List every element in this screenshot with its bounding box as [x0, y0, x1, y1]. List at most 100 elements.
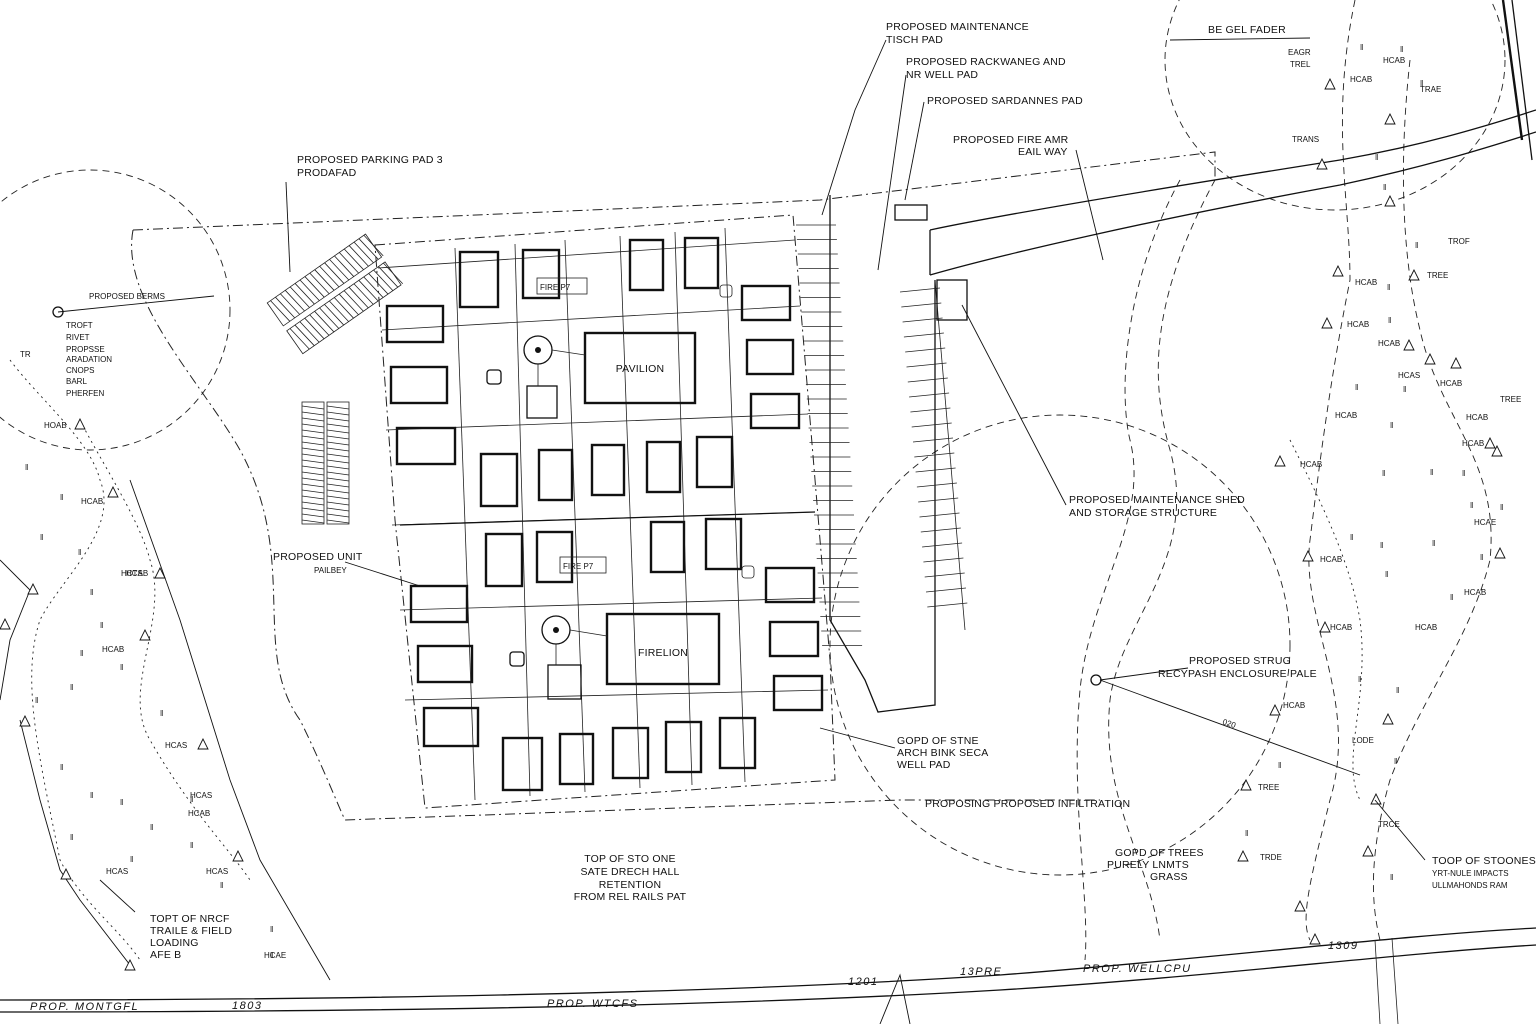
label-lode: LODE [1352, 736, 1374, 745]
hatch-line [301, 459, 325, 464]
tree-tag-right: TREE [1500, 395, 1521, 404]
hatch-line [363, 276, 384, 298]
east-boundary-2 [1511, 0, 1533, 161]
tree-triangle [139, 628, 151, 641]
tree-triangle [1370, 792, 1382, 805]
tree-triangle [1450, 356, 1462, 369]
label-gopd-stone: GOPD OF STNE ARCH BINK SECA WELL PAD [897, 735, 988, 771]
label-fire-lane: PROPOSED FIRE AMR EAIL WAY [953, 134, 1068, 158]
tree-triangle [1403, 338, 1415, 351]
tree-line-right-2 [1373, 59, 1492, 941]
hatch-line [326, 453, 350, 458]
hatch-line [358, 280, 379, 302]
label-maint-tisch-1: PROPOSED MAINTENANCE [886, 21, 1029, 33]
unit-pad [416, 644, 474, 684]
hatch-line [334, 255, 355, 277]
unit-pad [537, 448, 574, 502]
label-infiltration: PROPOSING PROPOSED INFILTRATION [925, 798, 1130, 810]
road-label-mid2: 13PRE [960, 966, 1002, 978]
tree-tick: ‖ [1400, 45, 1403, 54]
tree-tick: ‖ [1375, 153, 1378, 162]
tree-list-6: PHERFEN [66, 389, 104, 398]
creek-line-1 [1108, 179, 1216, 941]
label-gopd-trees: GOPD OF TREES PURELY LNMTS GRASS [1107, 847, 1204, 883]
unit-pad [649, 520, 686, 574]
label-gopd-trees-1: GOPD OF TREES [1115, 847, 1204, 859]
tree-tag-right: TRCE [1378, 820, 1400, 829]
hatch-line [301, 435, 325, 440]
east-boundary-1 [1501, 0, 1524, 141]
tree-tag-right: HCAB [1335, 411, 1357, 420]
valve-bottom [509, 651, 525, 667]
hatch-line [378, 266, 399, 288]
bottom-right-post [1374, 937, 1399, 1024]
unit-pad [664, 720, 703, 774]
tree-triangle [197, 737, 209, 750]
tree-tag-right: HCAB [1347, 320, 1369, 329]
label-top-stone-wall-1: TOP OF STO ONE [584, 853, 676, 865]
grid-row-line [381, 305, 801, 331]
tree-triangle [1408, 268, 1420, 281]
maintenance-shed-pad [936, 279, 968, 321]
tree-tag-right: HCAB [1466, 413, 1488, 422]
tree-triangle [1309, 932, 1321, 945]
tree-tag-right: HCAB [1320, 555, 1342, 564]
hatch-line [343, 290, 364, 312]
label-top-field-2: TRAILE & FIELD [150, 925, 232, 937]
tree-tag-right: TRDE [1260, 853, 1282, 862]
label-top-field: TOPT OF NRCF TRAILE & FIELD LOADING AFE … [150, 913, 232, 961]
label-top-stones-1: TOOP OF STOONES [1432, 855, 1536, 867]
leader-fire-lane [1075, 149, 1104, 261]
label-recycle: PROPOSED STRUG RECYPASH ENCLOSURE PALE [1158, 655, 1317, 680]
hatch-line [301, 411, 325, 416]
tree-tag-right: HCAB [1330, 623, 1352, 632]
label-recycle-1: PROPOSED STRUG [1189, 655, 1291, 667]
tree-symbols: ‖‖‖‖‖‖‖‖‖‖‖‖‖‖‖‖‖‖‖‖‖‖‖‖‖‖‖‖‖‖‖‖‖‖‖‖‖‖‖‖… [0, 43, 1506, 971]
hatch-line [326, 477, 350, 482]
tree-list-2: PROPSSE [66, 345, 105, 354]
grid-col-line [514, 243, 531, 797]
hatch-line [368, 273, 389, 295]
tree-triangle [1382, 712, 1394, 725]
hatch-line [326, 471, 350, 476]
hatch-line [326, 483, 350, 488]
tree-tag-right: HCAB [1300, 460, 1322, 469]
hatch-line [358, 238, 379, 260]
parking-stall-line-east [905, 347, 946, 353]
tree-tag-right: TROF [1448, 237, 1470, 246]
hatch-line [309, 272, 330, 295]
hatch-line [301, 405, 325, 410]
tree-tick: ‖ [1415, 241, 1418, 250]
unit-pad [521, 248, 561, 300]
tree-triangle [1274, 454, 1286, 467]
access-road-edge-2 [929, 109, 1536, 231]
hatch-line [326, 447, 350, 452]
leader-sardanes [904, 101, 925, 201]
sardanes-pad [894, 204, 928, 221]
parking-stall-line-east [903, 332, 944, 338]
parking-stall-line-east [902, 317, 943, 323]
tree-triangle [1494, 546, 1506, 559]
tree-list-5: BARL [66, 377, 87, 386]
hatch-line [301, 513, 325, 518]
leader-top-stones [1374, 799, 1426, 861]
unit-pad [389, 365, 449, 405]
tree-tick: ‖ [60, 763, 63, 772]
label-racking: PROPOSED RACKWANEG AND NR WELL PAD [906, 56, 1066, 81]
tree-tag-left: HCAB [126, 569, 148, 578]
label-020: 020 [1221, 717, 1237, 730]
tree-tick: ‖ [1480, 553, 1483, 562]
tree-line-left-5 [19, 719, 131, 966]
label-unit-2: PAILBEY [314, 566, 347, 575]
hatch-line [301, 477, 325, 482]
label-unit: PROPOSED UNIT PAILBEY [273, 551, 363, 575]
tree-tick: ‖ [60, 493, 63, 502]
tree-triangle [60, 867, 72, 880]
label-shed: PROPOSED MAINTENANCE SHED AND STORAGE ST… [1069, 494, 1245, 519]
tree-tick: ‖ [190, 795, 193, 804]
tree-triangle [1424, 352, 1436, 365]
hatch-line [353, 241, 374, 264]
tree-triangle [1237, 849, 1249, 862]
